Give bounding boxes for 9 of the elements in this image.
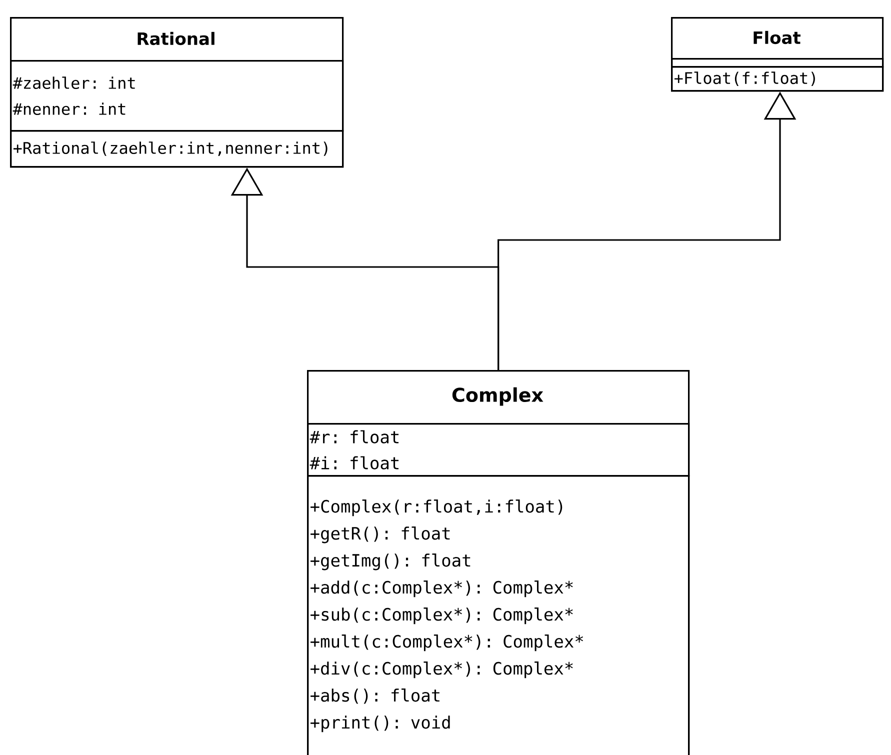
- compartment: +Complex(r:float,i:float) +getR(): float +getImg(): float +add(c:Complex*): Complex* +sub(c:Complex*): Complex* +mult(c:Complex*): Complex* +div(c:Complex*): Complex* +abs(): float +print(): void: [307, 475, 690, 755]
- compartment: +Float(f:float): [671, 66, 884, 92]
- compartment: #r: float #i: float: [307, 423, 690, 477]
- empty-compartment: [671, 58, 884, 68]
- class-name: Complex: [452, 387, 544, 406]
- compartment: #zaehler: int #nenner: int: [10, 60, 344, 132]
- compartment: +Rational(zaehler:int,nenner:int): [10, 130, 344, 168]
- class-name: Float: [754, 30, 800, 44]
- class-name: Rational: [138, 32, 214, 46]
